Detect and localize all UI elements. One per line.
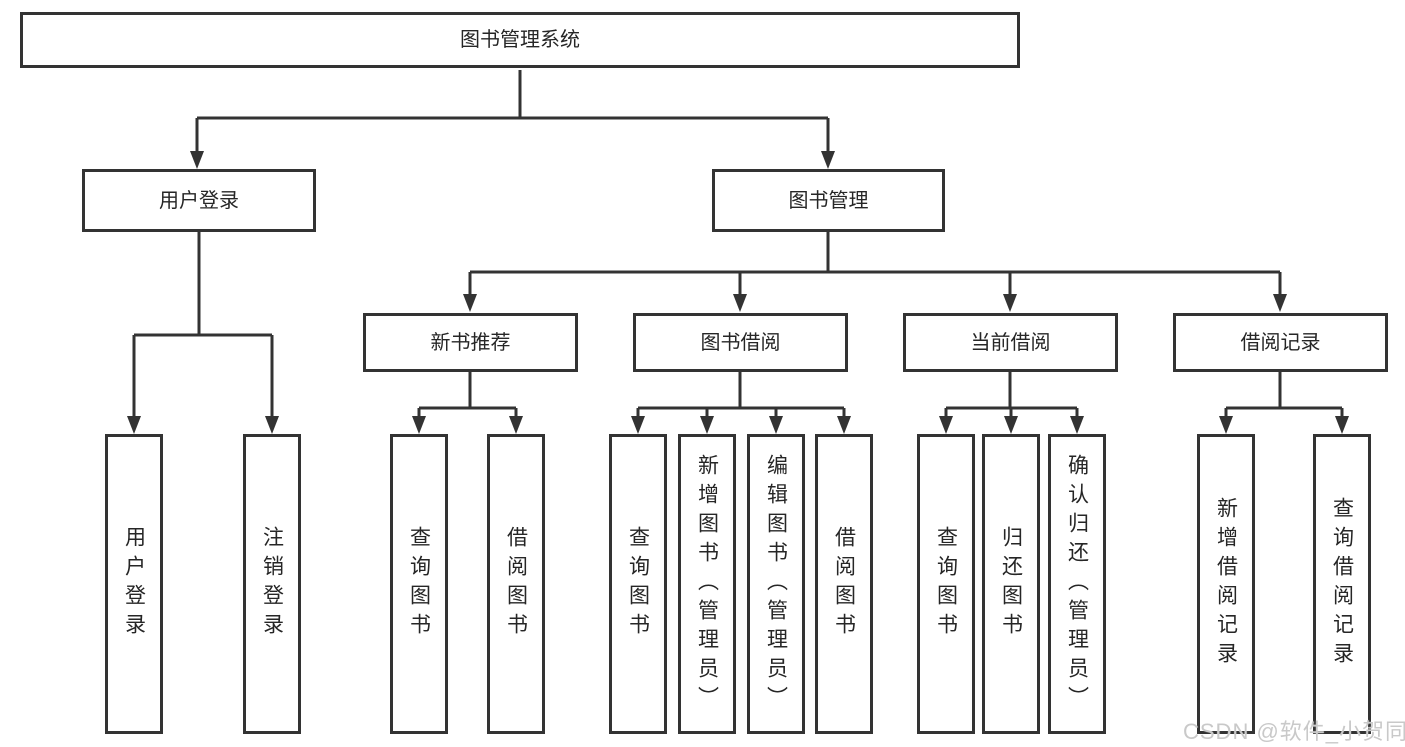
arrowhead (821, 151, 835, 169)
node-root: 图书管理系统 (20, 12, 1020, 68)
arrowhead (1003, 294, 1017, 312)
arrowhead (939, 416, 953, 434)
arrowhead (463, 294, 477, 312)
arrowhead (733, 294, 747, 312)
csdn-watermark: CSDN @软件_小贺同学 (1183, 719, 1405, 744)
node-leaf-query-books-borrow: 查询图书 (609, 434, 667, 734)
node-leaf-query-books-current: 查询图书 (917, 434, 975, 734)
node-leaf-add-borrow-record: 新增借阅记录 (1197, 434, 1255, 734)
arrowhead (1004, 416, 1018, 434)
arrowhead (127, 416, 141, 434)
node-leaf-confirm-return-admin: 确认归还（管理员） (1048, 434, 1106, 734)
arrowhead (700, 416, 714, 434)
connector-book-borrow-branches (631, 372, 851, 434)
leaf-label: 编辑图书（管理员） (764, 453, 788, 715)
node-leaf-borrow-books-recommend: 借阅图书 (487, 434, 545, 734)
leaf-label: 查询借阅记录 (1330, 497, 1354, 671)
arrowhead (190, 151, 204, 169)
leaf-label: 确认归还（管理员） (1065, 453, 1089, 715)
connector-current-borrow-branches (939, 372, 1084, 434)
node-user-login: 用户登录 (82, 169, 316, 232)
leaf-label: 新增借阅记录 (1214, 497, 1238, 671)
connector-new-book-branches (412, 372, 523, 434)
node-leaf-edit-books-admin: 编辑图书（管理员） (747, 434, 805, 734)
leaf-label: 借阅图书 (504, 526, 528, 642)
node-leaf-add-books-admin: 新增图书（管理员） (678, 434, 736, 734)
connector-borrow-records-branches (1219, 372, 1349, 434)
node-leaf-query-borrow-record: 查询借阅记录 (1313, 434, 1371, 734)
node-leaf-query-books-recommend: 查询图书 (390, 434, 448, 734)
arrowhead (509, 416, 523, 434)
leaf-label: 查询图书 (626, 526, 650, 642)
arrowhead (769, 416, 783, 434)
leaf-label: 借阅图书 (832, 526, 856, 642)
leaf-label: 查询图书 (407, 526, 431, 642)
arrowhead (1335, 416, 1349, 434)
leaf-label: 新增图书（管理员） (695, 453, 719, 715)
connector-root-branches (190, 70, 835, 169)
node-leaf-borrow-books: 借阅图书 (815, 434, 873, 734)
arrowhead (412, 416, 426, 434)
arrowhead (1070, 416, 1084, 434)
leaf-label: 归还图书 (999, 526, 1023, 642)
arrowhead (265, 416, 279, 434)
node-book-management: 图书管理 (712, 169, 945, 232)
node-leaf-user-login: 用户登录 (105, 434, 163, 734)
leaf-label: 注销登录 (260, 526, 284, 642)
arrowhead (1219, 416, 1233, 434)
leaf-label: 查询图书 (934, 526, 958, 642)
node-borrow-records: 借阅记录 (1173, 313, 1388, 372)
arrowhead (1273, 294, 1287, 312)
connector-user-login-branches (127, 232, 279, 434)
node-book-borrow: 图书借阅 (633, 313, 848, 372)
node-current-borrow: 当前借阅 (903, 313, 1118, 372)
node-leaf-logout: 注销登录 (243, 434, 301, 734)
connector-book-management-branches (463, 232, 1287, 312)
arrowhead (837, 416, 851, 434)
node-leaf-return-books: 归还图书 (982, 434, 1040, 734)
leaf-label: 用户登录 (122, 526, 146, 642)
arrowhead (631, 416, 645, 434)
node-new-book-recommend: 新书推荐 (363, 313, 578, 372)
